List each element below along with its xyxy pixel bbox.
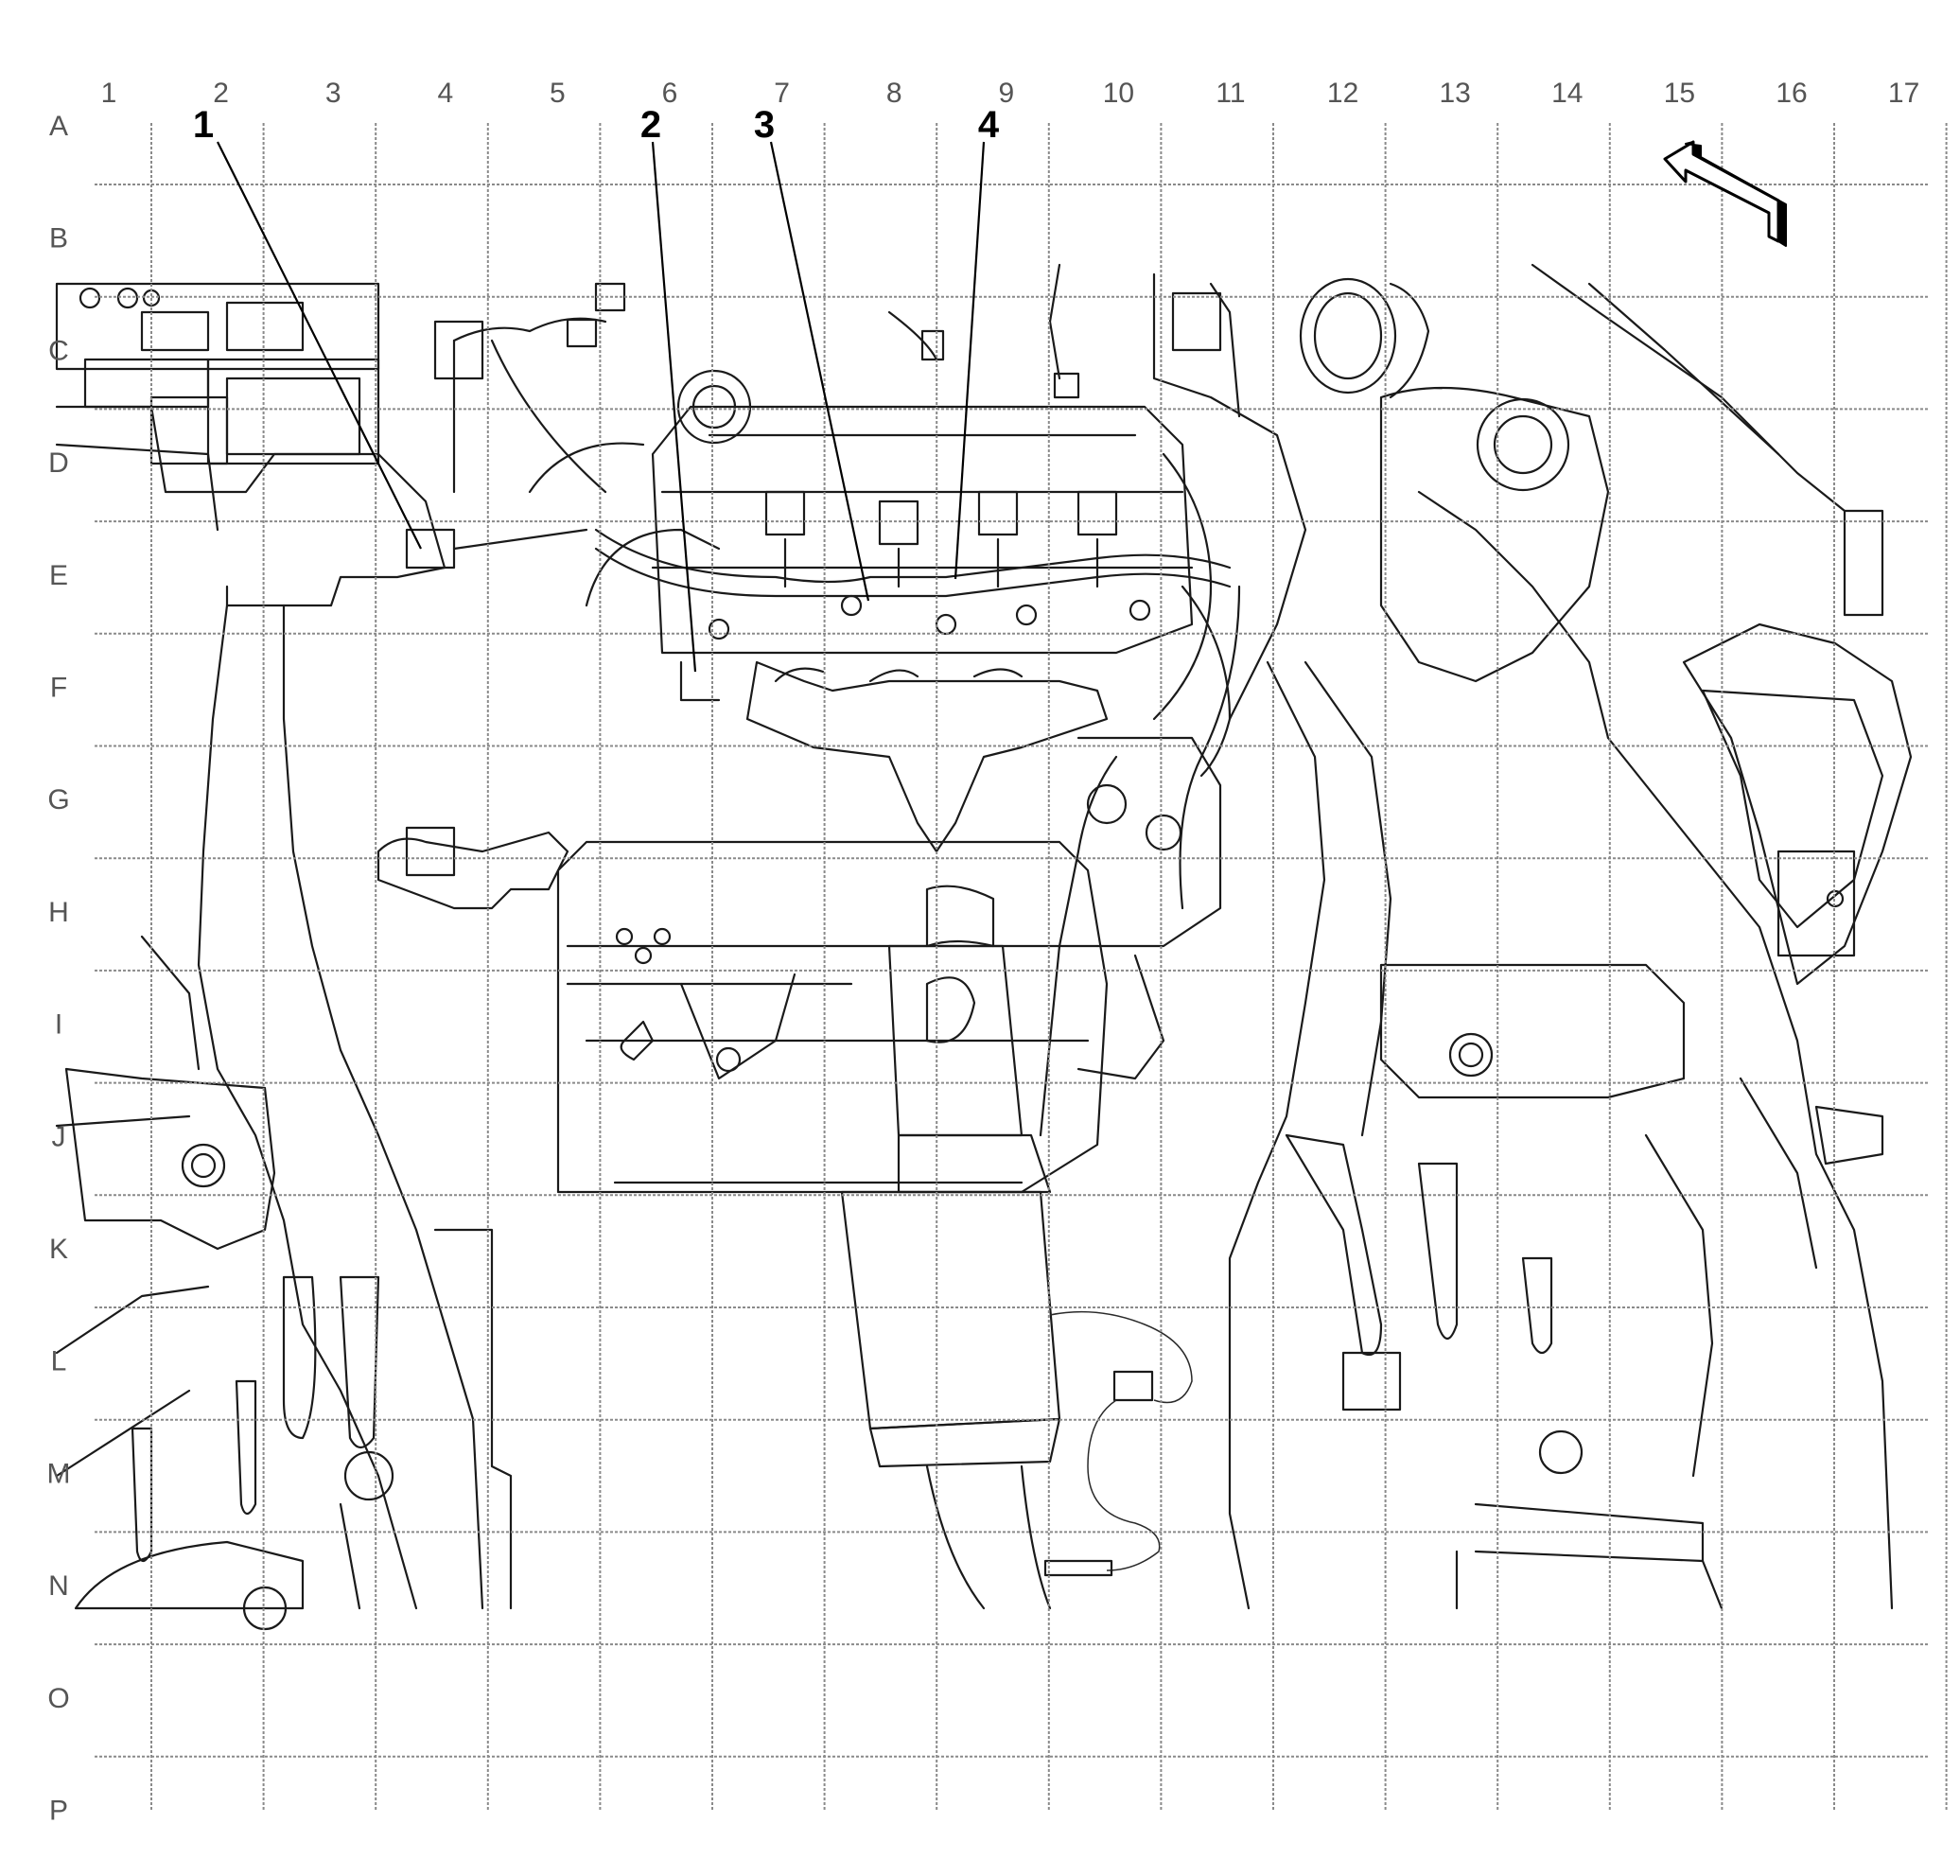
grid-column-label: 2 <box>213 78 229 109</box>
callout-2-label: 2 <box>640 104 661 146</box>
wiring-harness-upper <box>405 263 1241 910</box>
callout-3-leader <box>769 141 870 602</box>
grid-column-label: 7 <box>774 78 790 109</box>
grid-column-label: 16 <box>1776 78 1807 109</box>
engine-assembly <box>452 339 1232 1194</box>
right-frame-rail <box>1228 386 1894 1610</box>
grid-column-label: 15 <box>1664 78 1695 109</box>
callout-3-label: 3 <box>754 104 775 146</box>
air-intake-duct <box>1152 272 1430 721</box>
callout-2-leader <box>651 141 697 673</box>
grid-column-label: 12 <box>1327 78 1358 109</box>
grid-column-label: 13 <box>1440 78 1471 109</box>
callout-1-leader <box>217 141 422 550</box>
callout-1-label: 1 <box>193 104 214 146</box>
grid-row-label: O <box>47 1683 69 1714</box>
catalytic-converter <box>840 885 1061 1610</box>
grid-row-label: I <box>55 1009 62 1041</box>
grid-column-label: 10 <box>1103 78 1134 109</box>
grid-row-label: J <box>52 1121 66 1152</box>
grid-row-label: B <box>49 223 68 254</box>
grid-column-label: 9 <box>998 78 1014 109</box>
callout-4-leader <box>954 141 986 580</box>
grid-row-label: H <box>48 897 69 928</box>
oxygen-sensor-harness <box>1043 1310 1193 1577</box>
grid-column-label: 14 <box>1551 78 1583 109</box>
wiring-harness-left <box>376 282 626 910</box>
grid-column-label: 6 <box>662 78 678 109</box>
grid-row-label: D <box>48 447 69 479</box>
grid-column-label: 3 <box>325 78 341 109</box>
right-wheel-well <box>1531 263 1913 1478</box>
coordinate-grid <box>95 123 1948 1812</box>
grid-row-label: M <box>47 1458 71 1489</box>
grid-row-labels: A B C D E F G H I J K L M N O P <box>47 111 71 1827</box>
grid-row-label: N <box>48 1570 69 1602</box>
grid-row-label: F <box>50 673 67 704</box>
grid-column-label: 4 <box>437 78 453 109</box>
grid-column-label: 17 <box>1888 78 1919 109</box>
grid-row-label: L <box>51 1346 67 1377</box>
grid-column-label: 1 <box>101 78 117 109</box>
direction-arrow-icon <box>1663 140 1787 247</box>
grid-row-label: E <box>49 560 68 591</box>
grid-column-label: 8 <box>886 78 902 109</box>
grid-row-label: P <box>49 1796 68 1827</box>
grid-column-label: 5 <box>550 78 566 109</box>
left-frame-rail <box>55 604 513 1631</box>
grid-row-label: A <box>49 111 68 142</box>
grid-row-label: G <box>47 784 69 815</box>
engine-bay-artwork <box>55 263 1913 1631</box>
grid-row-label: C <box>48 335 69 366</box>
grid-row-label: K <box>49 1234 68 1265</box>
grid-column-label: 11 <box>1216 78 1245 109</box>
fuse-block <box>55 282 446 607</box>
callout-leaders <box>217 141 986 673</box>
callout-4-label: 4 <box>978 104 1000 146</box>
